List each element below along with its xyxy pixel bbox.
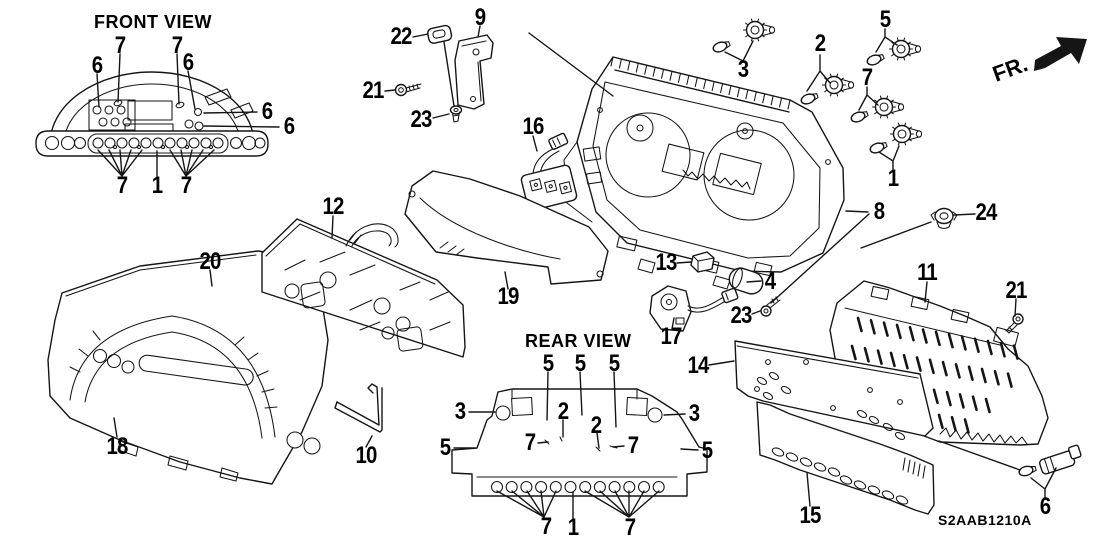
screw-21b-drawing: [1005, 313, 1024, 334]
capacitor-4-drawing: [728, 267, 764, 295]
nut-drawing: [930, 207, 958, 230]
flexible-circuit-drawing: [756, 401, 935, 515]
front-view-drawing: [35, 71, 269, 157]
fr-label: FR.: [989, 51, 1031, 87]
diagram-part-code: S2AAB1210A: [938, 512, 1032, 528]
lens-drawing: [261, 218, 466, 358]
bracket-and-screws-drawing: [394, 24, 494, 123]
wire-harness-drawing: [520, 132, 578, 211]
circuit-board-drawing: [734, 340, 934, 441]
bulb-6-drawing: [1017, 444, 1082, 478]
front-view-title: FRONT VIEW: [94, 12, 212, 32]
fr-direction-arrow: FR.: [989, 37, 1087, 87]
screw-23b-drawing: [760, 296, 781, 317]
visor-drawing: [47, 250, 329, 485]
shield-drawing: [404, 170, 609, 285]
wire-bracket-drawing: [334, 383, 383, 433]
small-parts-drawing: [649, 251, 781, 332]
front-bulb-holes: [92, 137, 224, 150]
clip-13-drawing: [690, 251, 715, 273]
screw-23-drawing: [449, 105, 463, 123]
rear-view-title: REAR VIEW: [525, 331, 632, 351]
rear-view-drawing: [451, 388, 708, 497]
case-top-hatch: [610, 56, 791, 110]
bracket-9-drawing: [454, 34, 494, 110]
sensor-17-drawing: [649, 285, 739, 332]
meter-case-drawing: [563, 56, 845, 290]
leader-lines: [96, 25, 1057, 520]
screw-21-drawing: [394, 83, 422, 97]
clip-22-drawing: [427, 24, 453, 44]
